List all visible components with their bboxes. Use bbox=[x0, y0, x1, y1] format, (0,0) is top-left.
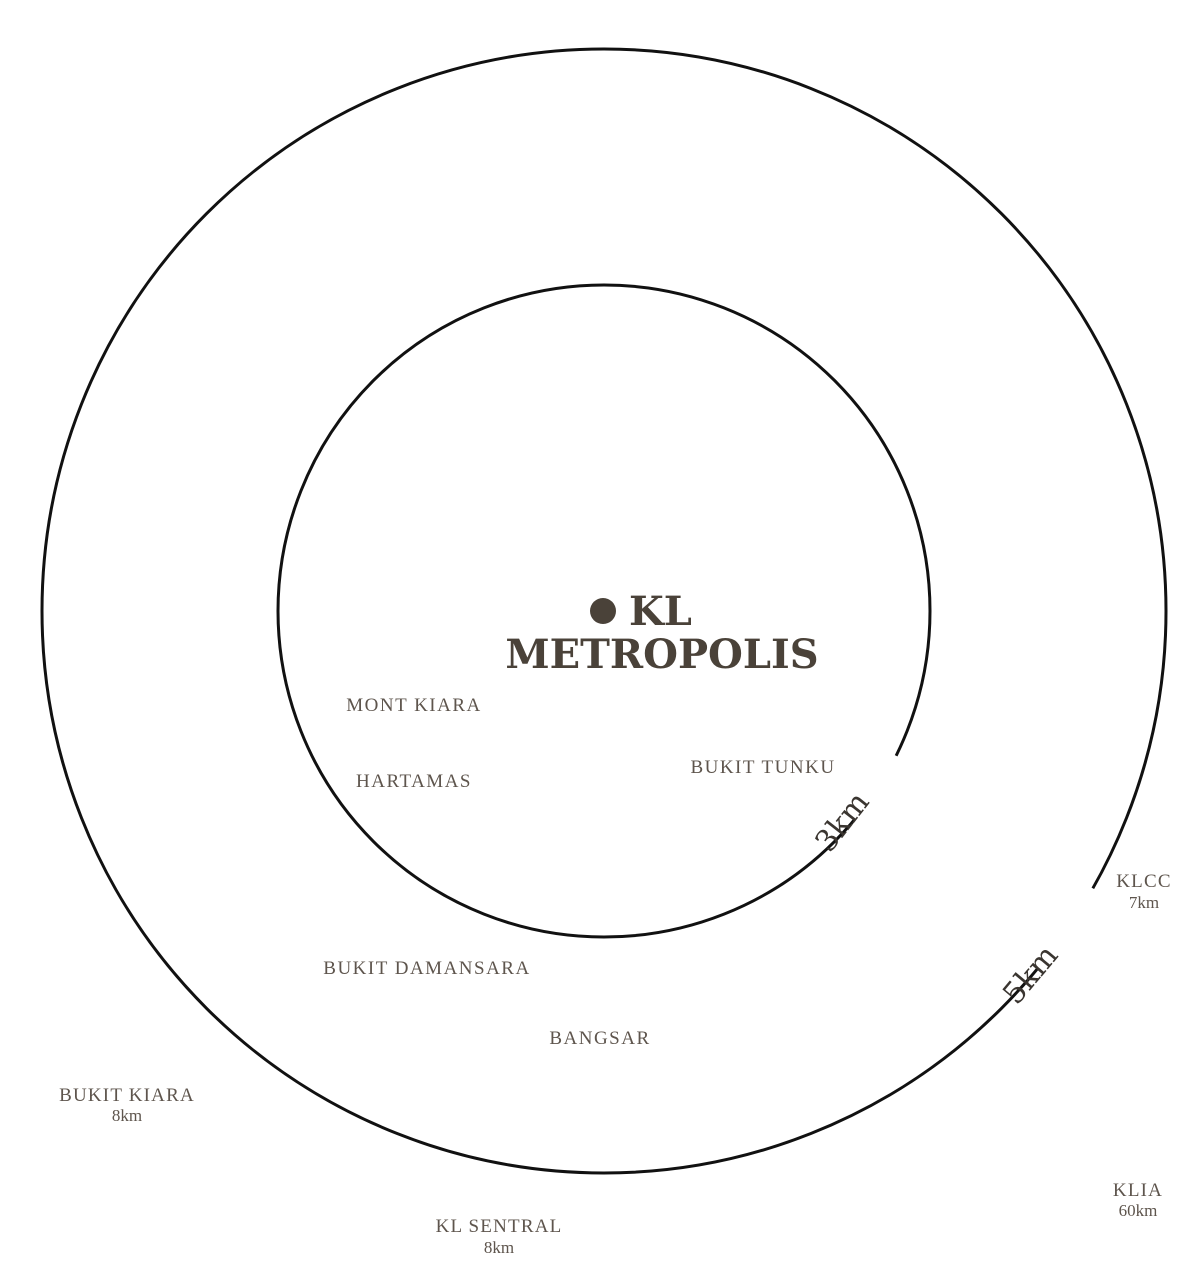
destination-name: KLIA bbox=[1113, 1180, 1163, 1201]
destination-name: KL SENTRAL bbox=[436, 1216, 563, 1237]
area-label-mont-kiara: MONT KIARA bbox=[346, 695, 482, 716]
destination-distance: 8km bbox=[112, 1106, 142, 1125]
destination-distance: 8km bbox=[484, 1238, 514, 1257]
center-title-line2: METROPOLIS bbox=[505, 631, 818, 678]
outer-ring-5km bbox=[37, 44, 1171, 1178]
location-dot-icon bbox=[590, 598, 616, 624]
destination-distance: 7km bbox=[1129, 893, 1159, 912]
destination-klcc: KLCC 7km bbox=[1116, 871, 1171, 912]
ring-label-3km: 3km bbox=[808, 785, 876, 858]
area-label-bangsar: BANGSAR bbox=[549, 1028, 650, 1049]
center-marker: KL METROPOLIS bbox=[505, 588, 818, 678]
destination-klia: KLIA 60km bbox=[1113, 1180, 1163, 1220]
area-label-bukit-tunku: BUKIT TUNKU bbox=[690, 757, 835, 778]
destination-name: BUKIT KIARA bbox=[59, 1085, 195, 1106]
destination-kl-sentral: KL SENTRAL 8km bbox=[436, 1216, 563, 1257]
destination-name: KLCC bbox=[1116, 871, 1171, 892]
area-label-bukit-damansara: BUKIT DAMANSARA bbox=[323, 958, 530, 979]
inner-ring-3km bbox=[273, 280, 935, 942]
destination-bukit-kiara: BUKIT KIARA 8km bbox=[59, 1085, 195, 1125]
area-label-hartamas: HARTAMAS bbox=[356, 771, 472, 792]
center-title-line1: KL bbox=[629, 588, 692, 635]
destination-distance: 60km bbox=[1119, 1201, 1158, 1220]
